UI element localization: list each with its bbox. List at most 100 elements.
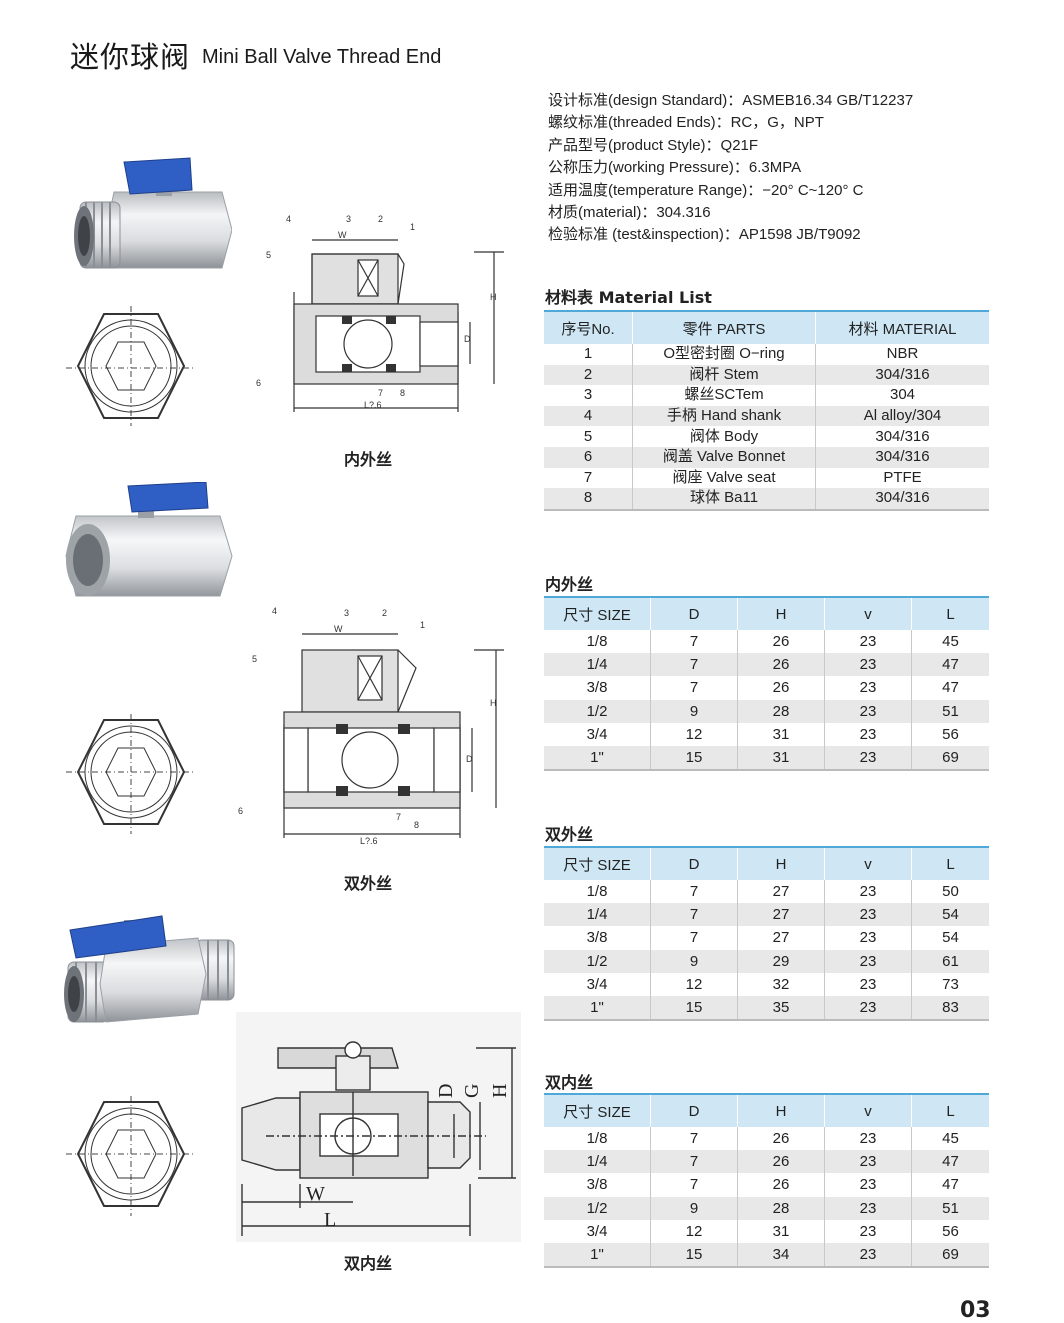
- table-cell: 3: [583, 386, 593, 404]
- column-header: 材料 MATERIAL: [815, 310, 989, 344]
- table-cell: 28: [737, 699, 825, 723]
- part-label: 1: [410, 222, 415, 232]
- table-cell: 3/8: [586, 929, 608, 947]
- spec-line: 适用温度(temperature Range)：−20° C~120° C: [548, 181, 864, 199]
- table-header-row: 尺寸 SIZE D H v L: [544, 596, 989, 630]
- spec-line: 产品型号(product Style)：Q21F: [548, 136, 759, 154]
- table-cell: 61: [911, 949, 989, 973]
- section-drawing-2: 4 3 2 W 1 5 H D 6 7 8 L?.6: [238, 606, 504, 846]
- table-cell: 31: [737, 722, 825, 746]
- table-cell: 3/4: [586, 1222, 608, 1240]
- table-cell: 3/4: [586, 725, 608, 743]
- dimension-label: W: [306, 1183, 325, 1205]
- table-cell: 1/8: [586, 1130, 608, 1148]
- table-cell: 2: [544, 364, 633, 386]
- dimension-label: W: [334, 624, 343, 634]
- table-cell: 23: [824, 949, 912, 973]
- table-cell: PTFE: [815, 467, 989, 489]
- table-cell: 15: [650, 1242, 738, 1269]
- part-label: 8: [400, 388, 405, 398]
- table-cell: 56: [911, 722, 989, 746]
- table-cell: NBR: [815, 344, 989, 365]
- table-cell: 304/316: [815, 364, 989, 386]
- table-cell: 23: [824, 630, 912, 654]
- dimension-label: H: [490, 292, 497, 302]
- table-cell: 83: [911, 995, 989, 1022]
- dimension-label: L?.6: [360, 836, 378, 846]
- table-cell: 304: [815, 385, 989, 406]
- table-cell: 23: [824, 722, 912, 746]
- table-cell: 9: [650, 1196, 738, 1220]
- table-cell: 12: [650, 722, 738, 746]
- drawing-caption-3: 双内丝: [344, 1254, 393, 1273]
- table-cell: 3/8: [586, 679, 608, 697]
- column-header: 尺寸 SIZE: [544, 596, 651, 630]
- table-cell: 47: [911, 676, 989, 700]
- table-cell: 1": [544, 995, 651, 1022]
- column-header: 零件 PARTS: [632, 310, 816, 344]
- table-cell: 7: [650, 926, 738, 950]
- table-cell: 23: [824, 1219, 912, 1243]
- dimension-label: W: [338, 230, 347, 240]
- table-cell: 26: [737, 1150, 825, 1174]
- table-cell: 23: [824, 745, 912, 772]
- column-header: 序号No.: [544, 310, 633, 344]
- table-cell: 23: [824, 1196, 912, 1220]
- part-label: 6: [238, 806, 243, 816]
- table-cell: 26: [737, 1127, 825, 1151]
- table-cell: 1": [544, 745, 651, 772]
- table-cell: 69: [911, 745, 989, 772]
- table-cell: 12: [650, 972, 738, 996]
- table-cell: 15: [650, 745, 738, 772]
- table-cell: 56: [911, 1219, 989, 1243]
- drawing-caption-1: 内外丝: [344, 450, 393, 469]
- table-cell: 54: [911, 926, 989, 950]
- table-cell: 28: [737, 1196, 825, 1220]
- table-cell: 32: [737, 972, 825, 996]
- page-title-en: Mini Ball Valve Thread End: [202, 46, 442, 68]
- table-header-row: 序号No. 零件 PARTS 材料 MATERIAL: [544, 310, 989, 344]
- table-cell: 球体 Ba11: [632, 488, 816, 511]
- column-header: L: [911, 846, 989, 880]
- table-cell: 7: [583, 468, 593, 486]
- spec-line: 设计标准(design Standard)：ASMEB16.34 GB/T122…: [548, 92, 914, 109]
- dimension-label: L?.6: [364, 400, 382, 410]
- table-cell: 7: [650, 676, 738, 700]
- drawing-caption-2: 双外丝: [344, 874, 393, 893]
- table-cell: 1/2: [544, 699, 651, 723]
- table-cell: 阀座 Valve seat: [632, 467, 816, 489]
- column-header: L: [911, 596, 989, 630]
- table-cell: 23: [824, 972, 912, 996]
- table-cell: 45: [911, 630, 989, 654]
- column-header: H: [737, 846, 825, 880]
- part-label: 7: [378, 388, 383, 398]
- table-cell: 27: [737, 880, 825, 904]
- table-cell: 23: [824, 903, 912, 927]
- column-header: D: [650, 846, 738, 880]
- table-cell: 1/2: [544, 949, 651, 973]
- table-header-row: 尺寸 SIZE D H v L: [544, 1093, 989, 1127]
- part-label: 6: [256, 378, 261, 388]
- table-cell: 3/8: [586, 1176, 608, 1194]
- table-cell: 阀盖 Valve Bonnet: [632, 446, 816, 468]
- table-cell: 304/316: [815, 488, 989, 511]
- table-cell: 23: [824, 1150, 912, 1174]
- table-cell: 51: [911, 699, 989, 723]
- spec-line: 公称压力(working Pressure)：6.3MPA: [548, 159, 802, 177]
- hex-end-view-3: [66, 1096, 196, 1216]
- part-label: 4: [286, 214, 291, 224]
